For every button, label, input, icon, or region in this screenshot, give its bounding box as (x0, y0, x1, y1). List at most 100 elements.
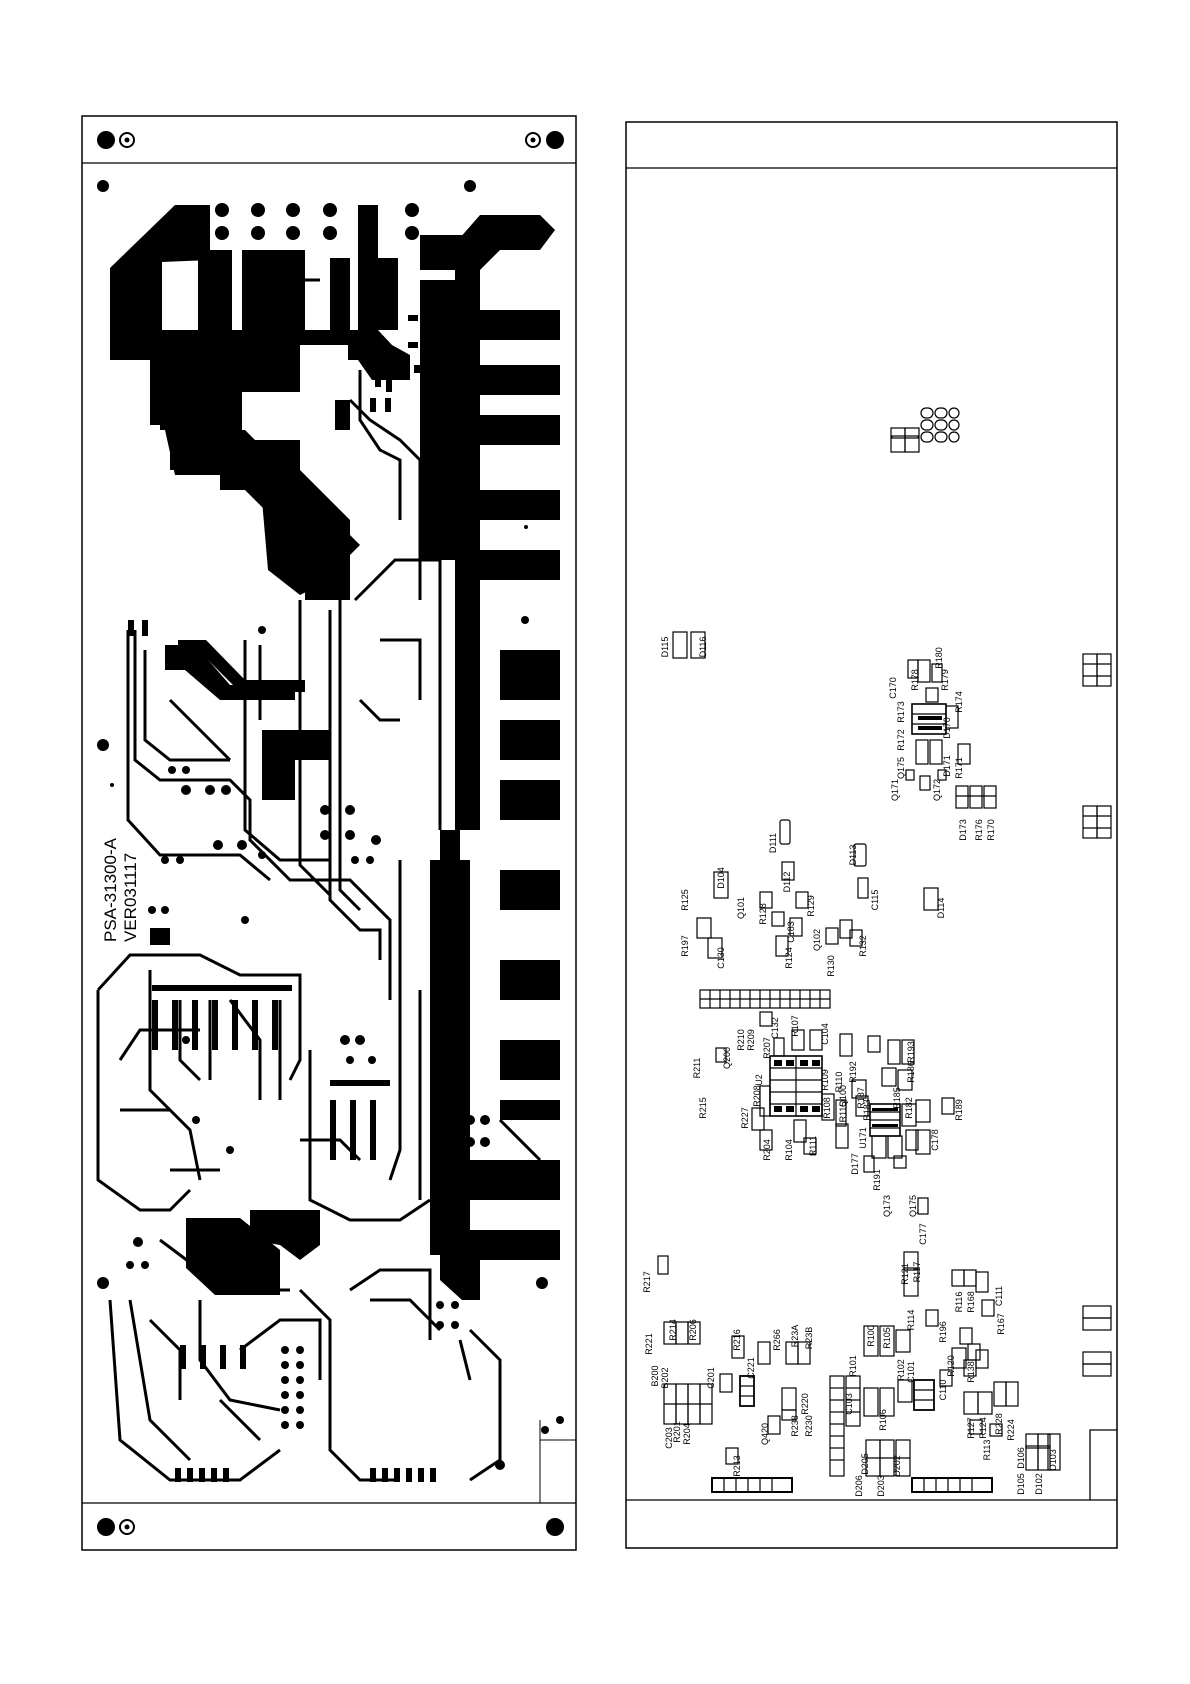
component-label-r116: R116 (954, 1292, 964, 1313)
component-label-d114: D114 (936, 898, 946, 919)
component-label-r173: R173 (896, 701, 906, 723)
component-label-r170: R170 (986, 819, 996, 841)
component-label-r104: R104 (784, 1139, 794, 1161)
component-label-r106: R106 (878, 1409, 888, 1431)
component-label-r127: R127 (966, 1417, 976, 1439)
component-label-r124: R124 (784, 947, 794, 969)
component-label-r180: R180 (934, 647, 944, 669)
component-label-r128: R128 (758, 903, 768, 925)
component-label-c101: C101 (906, 1361, 916, 1383)
component-label-r196: R196 (938, 1321, 948, 1343)
component-label-r197: R197 (680, 935, 690, 957)
component-label-r204: R204 (762, 1139, 772, 1161)
component-label-d112: D112 (782, 872, 792, 893)
component-label-r120: R120 (946, 1355, 956, 1377)
component-label-r183: R183 (862, 1099, 872, 1121)
component-label-r201: R201 (672, 1421, 682, 1443)
component-label-r107: R107 (790, 1015, 800, 1037)
component-label-c178: C178 (930, 1129, 940, 1151)
silk-pads (774, 716, 942, 1127)
component-label-r130: R130 (826, 955, 836, 977)
component-label-r209: R209 (746, 1029, 756, 1051)
component-label-r179: R179 (940, 669, 950, 691)
component-label-q420: Q420 (760, 1423, 770, 1445)
component-label-r215: R215 (698, 1097, 708, 1119)
component-label-c104: C104 (820, 1023, 830, 1045)
component-label-r187: R187 (856, 1087, 866, 1109)
component-label-d104: D104 (716, 867, 726, 889)
copper-pours (110, 205, 560, 1300)
component-label-c221: C221 (746, 1357, 756, 1379)
component-label-d206: D206 (854, 1475, 864, 1497)
component-label-r227: R227 (740, 1107, 750, 1129)
component-label-r176: R176 (974, 819, 984, 841)
component-label-c110: C110 (938, 1380, 948, 1401)
component-label-d105: D105 (1016, 1473, 1026, 1495)
component-label-r207: R207 (762, 1037, 772, 1059)
component-label-r117: R117 (912, 1262, 922, 1283)
component-label-r108: R108 (822, 1097, 832, 1119)
component-label-d106: D106 (1016, 1447, 1026, 1469)
component-label-d171: D171 (942, 755, 952, 777)
component-label-d203: D203 (876, 1475, 886, 1497)
component-label-c132: C132 (770, 1017, 780, 1039)
component-label-r191: R191 (872, 1169, 882, 1191)
board-notch (1089, 1429, 1117, 1500)
component-label-r224: R224 (1006, 1419, 1016, 1441)
component-label-q175: Q175 (896, 757, 906, 779)
component-label-d170: D170 (942, 717, 952, 739)
component-label-r172: R172 (896, 729, 906, 751)
component-label-q200: Q200 (722, 1047, 732, 1069)
component-label-r193: R193 (906, 1041, 916, 1063)
component-label-c177: C177 (918, 1223, 928, 1245)
component-label-r211: R211 (692, 1058, 702, 1079)
component-label-c183: C183 (786, 921, 796, 943)
component-label-d115: D115 (660, 637, 670, 658)
component-label-r100: R100 (866, 1325, 876, 1347)
component-label-d102: D102 (1034, 1473, 1044, 1495)
component-label-r216: R216 (732, 1329, 742, 1351)
component-label-r132: R132 (858, 935, 868, 957)
component-label-q171: Q171 (890, 779, 900, 801)
board-version-text: VER031117 (121, 853, 140, 942)
component-label-r266: R266 (772, 1329, 782, 1351)
component-label-b202: B202 (660, 1367, 670, 1388)
component-label-c115: C115 (870, 890, 880, 911)
component-label-r220: R220 (800, 1393, 810, 1415)
component-label-d205: D205 (860, 1453, 870, 1475)
component-label-d116: D116 (698, 637, 708, 658)
component-label-r228: R228 (994, 1413, 1004, 1435)
component-label-r171: R171 (954, 757, 964, 779)
component-label-c103: C103 (844, 1393, 854, 1415)
component-label-u171: U171 (858, 1127, 868, 1149)
component-label-r109: R109 (820, 1069, 830, 1091)
component-label-u2: U2 (754, 1074, 764, 1086)
component-label-r238: R238 (790, 1415, 800, 1437)
component-label-r105: R105 (882, 1327, 892, 1349)
component-label-r113: R113 (982, 1440, 992, 1461)
component-label-r214: R214 (668, 1319, 678, 1341)
component-label-d103: D103 (1048, 1449, 1058, 1471)
component-label-c130: C130 (716, 947, 726, 969)
component-label-r121: R121 (900, 1263, 910, 1285)
component-label-q173: Q173 (882, 1195, 892, 1217)
component-label-r102: R102 (896, 1359, 906, 1381)
component-label-c201: C201 (706, 1367, 716, 1389)
component-label-q101: Q101 (736, 897, 746, 919)
component-label-r23b: R23B (804, 1327, 814, 1350)
copper-layer-board: PSA-31300-A VER031117 (81, 115, 577, 1551)
component-label-r192: R192 (848, 1061, 858, 1083)
component-label-r111: R111 (808, 1136, 818, 1156)
component-label-r206: R206 (688, 1319, 698, 1341)
component-label-r208: R208 (752, 1085, 762, 1107)
board-model-text: PSA-31300-A (101, 837, 120, 942)
component-label-r189: R189 (954, 1099, 964, 1121)
component-label-r174: R174 (954, 691, 964, 713)
component-label-d113: D113 (848, 845, 858, 866)
component-label-b200: B200 (650, 1365, 660, 1386)
component-label-d173: D173 (958, 819, 968, 841)
component-label-c170: C170 (888, 677, 898, 699)
mounting-holes (97, 131, 564, 1536)
